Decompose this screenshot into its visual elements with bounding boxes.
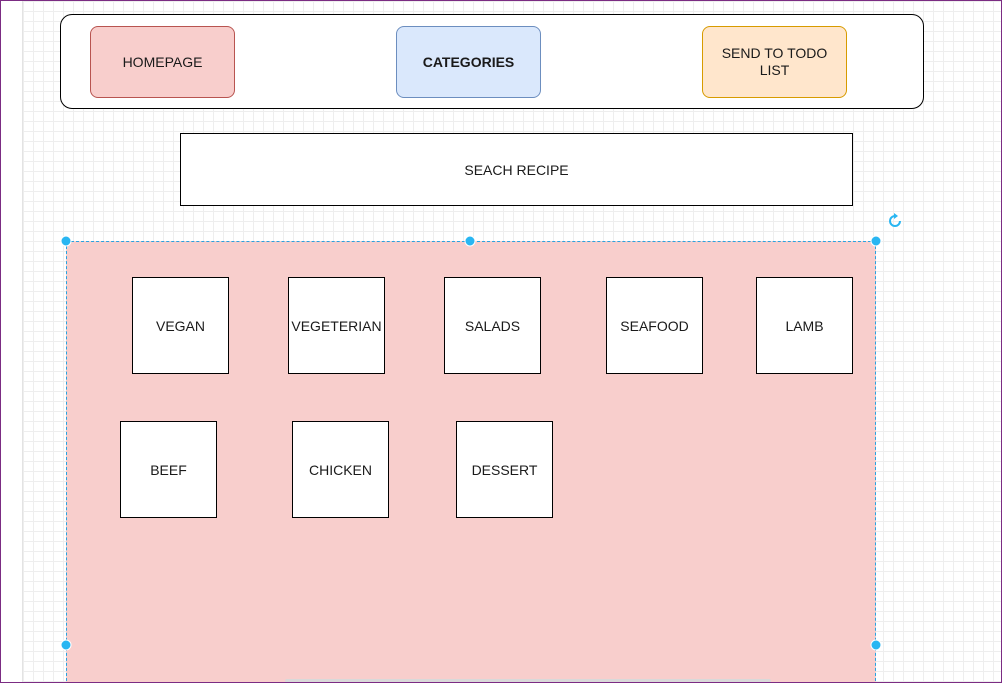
horizontal-scrollbar[interactable] <box>285 679 771 682</box>
category-label: SEAFOOD <box>620 317 689 334</box>
send-to-todo-label: SEND TO TODO LIST <box>721 45 828 78</box>
search-recipe-box[interactable]: SEACH RECIPE <box>180 133 853 206</box>
categories-label: CATEGORIES <box>422 53 515 70</box>
category-label: VEGAN <box>155 317 205 334</box>
selection-handle-bottom-left[interactable] <box>60 639 72 651</box>
category-label: DESSERT <box>471 461 538 478</box>
selection-handle-top-right[interactable] <box>870 235 882 247</box>
category-tile-salads[interactable]: SALADS <box>444 277 541 374</box>
homepage-button[interactable]: HOMEPAGE <box>90 26 235 98</box>
category-tile-chicken[interactable]: CHICKEN <box>292 421 389 518</box>
category-label: VEGETERIAN <box>291 317 382 334</box>
homepage-label: HOMEPAGE <box>122 53 203 70</box>
rotate-icon[interactable] <box>887 213 903 229</box>
left-gutter <box>1 1 23 682</box>
category-tile-dessert[interactable]: DESSERT <box>456 421 553 518</box>
selection-handle-top-left[interactable] <box>60 235 72 247</box>
category-label: BEEF <box>150 461 187 478</box>
category-label: SALADS <box>464 317 521 334</box>
category-tile-vegeterian[interactable]: VEGETERIAN <box>288 277 385 374</box>
selection-handle-top-center[interactable] <box>464 235 476 247</box>
send-to-todo-button[interactable]: SEND TO TODO LIST <box>702 26 847 98</box>
selection-handle-bottom-right[interactable] <box>870 639 882 651</box>
category-tile-beef[interactable]: BEEF <box>120 421 217 518</box>
search-recipe-label: SEACH RECIPE <box>464 161 569 178</box>
category-tile-vegan[interactable]: VEGAN <box>132 277 229 374</box>
category-tile-seafood[interactable]: SEAFOOD <box>606 277 703 374</box>
category-label: CHICKEN <box>308 461 372 478</box>
categories-button[interactable]: CATEGORIES <box>396 26 541 98</box>
category-tile-lamb[interactable]: LAMB <box>756 277 853 374</box>
category-label: LAMB <box>785 317 824 334</box>
